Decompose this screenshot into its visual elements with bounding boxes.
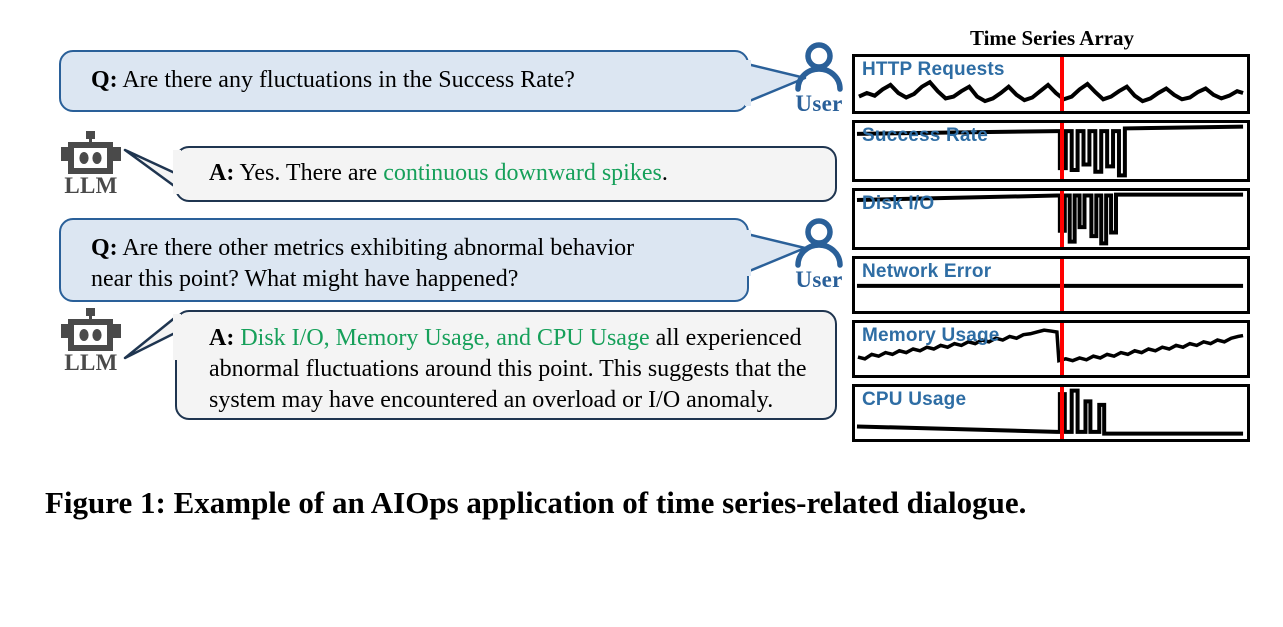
series-panel-disk-io: Disk I/O xyxy=(852,188,1250,250)
q-prefix-2: Q: xyxy=(91,235,118,261)
q-body-1: Are there any fluctuations in the Succes… xyxy=(117,67,575,93)
time-series-array: Time Series Array HTTP Requests Success … xyxy=(852,26,1252,442)
q-body-2-line2: near this point? What might have happene… xyxy=(91,266,519,293)
a-body-1-post: . xyxy=(661,160,668,186)
series-panel-network-error: Network Error xyxy=(852,256,1250,314)
series-plot-http-requests xyxy=(855,57,1247,111)
a-prefix-2: A: xyxy=(209,325,235,351)
llm-label-1: LLM xyxy=(64,173,118,198)
a-body-1-pre: Yes. There are xyxy=(234,160,384,186)
series-panel-cpu-usage: CPU Usage xyxy=(852,384,1250,442)
series-panel-http-requests: HTTP Requests xyxy=(852,54,1250,114)
anomaly-marker xyxy=(1060,323,1064,375)
series-label-success-rate: Success Rate xyxy=(862,125,988,146)
series-panel-memory-usage: Memory Usage xyxy=(852,320,1250,378)
series-plot-success-rate xyxy=(855,123,1247,179)
user-actor-1: User xyxy=(783,42,855,115)
answer-bubble-2: A: Disk I/O, Memory Usage, and CPU Usage… xyxy=(175,310,837,420)
question-bubble-1: Q: Are there any fluctuations in the Suc… xyxy=(59,50,749,112)
series-plot-cpu-usage xyxy=(855,387,1247,439)
series-label-cpu-usage: CPU Usage xyxy=(862,389,967,410)
a-body-2: all experienced abnormal fluctuations ar… xyxy=(209,325,807,414)
answer-tail-2 xyxy=(123,312,181,360)
question-tail-1 xyxy=(745,60,809,106)
answer-tail-1 xyxy=(123,148,181,194)
series-label-network-error: Network Error xyxy=(862,261,992,282)
a-prefix-1: A: xyxy=(209,160,235,186)
anomaly-marker xyxy=(1060,123,1064,179)
question-text-2: Q: Are there other metrics exhibiting ab… xyxy=(91,233,634,295)
question-tail-2 xyxy=(745,230,809,276)
series-plot-memory-usage xyxy=(855,323,1247,375)
dialogue-panel: Q: Are there any fluctuations in the Suc… xyxy=(45,38,843,438)
robot-icon xyxy=(61,131,121,174)
user-actor-2: User xyxy=(783,218,855,291)
figure-caption: Figure 1: Example of an AIOps applicatio… xyxy=(45,485,1027,520)
user-label-2: User xyxy=(795,267,843,292)
anomaly-marker xyxy=(1060,387,1064,439)
q-prefix-1: Q: xyxy=(91,67,118,93)
llm-actor-1: LLM xyxy=(53,131,129,197)
q-body-2-line1: Are there other metrics exhibiting abnor… xyxy=(117,235,635,261)
llm-label-2: LLM xyxy=(64,350,118,375)
series-plot-network-error xyxy=(855,259,1247,311)
a-highlight-1: continuous downward spikes xyxy=(383,160,662,186)
answer-text-1: A: Yes. There are continuous downward sp… xyxy=(209,160,668,187)
question-text-1: Q: Are there any fluctuations in the Suc… xyxy=(91,67,575,94)
a-highlight-2: Disk I/O, Memory Usage, and CPU Usage xyxy=(234,325,650,351)
answer-text-2: A: Disk I/O, Memory Usage, and CPU Usage… xyxy=(209,323,821,417)
series-label-disk-io: Disk I/O xyxy=(862,193,935,214)
anomaly-marker xyxy=(1060,57,1064,111)
series-label-http-requests: HTTP Requests xyxy=(862,59,1005,80)
series-plot-disk-io xyxy=(855,191,1247,247)
robot-icon xyxy=(61,308,121,351)
user-icon xyxy=(795,218,843,268)
user-label-1: User xyxy=(795,91,843,116)
question-bubble-2: Q: Are there other metrics exhibiting ab… xyxy=(59,218,749,302)
anomaly-marker xyxy=(1060,259,1064,311)
series-panel-success-rate: Success Rate xyxy=(852,120,1250,182)
time-series-array-title: Time Series Array xyxy=(969,26,1135,50)
anomaly-marker xyxy=(1060,191,1064,247)
answer-bubble-1: A: Yes. There are continuous downward sp… xyxy=(175,146,837,202)
series-label-memory-usage: Memory Usage xyxy=(862,325,1000,346)
user-icon xyxy=(795,42,843,92)
llm-actor-2: LLM xyxy=(53,308,129,374)
